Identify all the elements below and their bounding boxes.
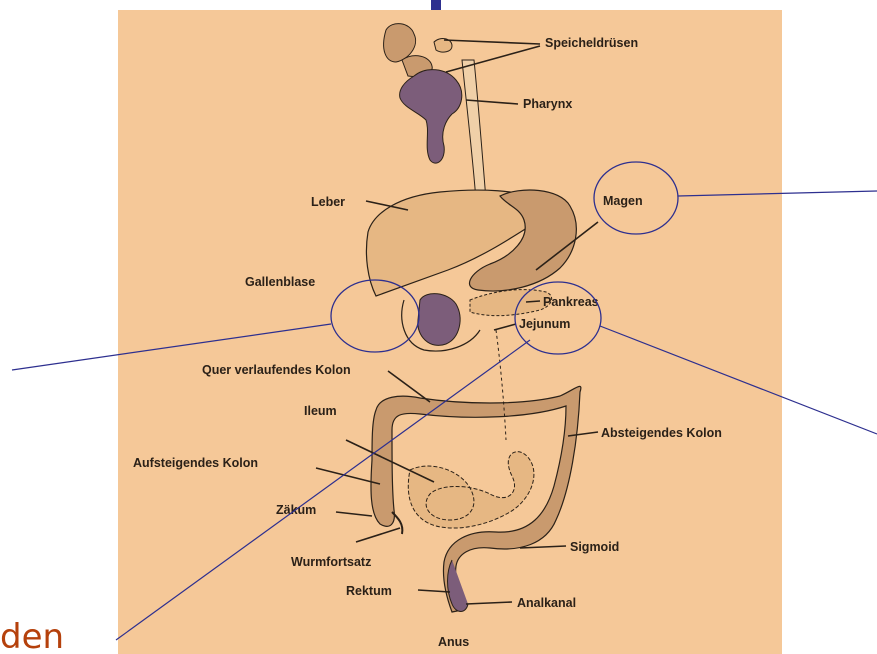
gallbladder bbox=[418, 294, 460, 346]
label-aufsteigendes-kolon: Aufsteigendes Kolon bbox=[133, 456, 258, 470]
label-analkanal: Analkanal bbox=[517, 596, 576, 610]
partial-text: den bbox=[0, 617, 64, 654]
label-magen: Magen bbox=[603, 194, 643, 208]
label-quer-kolon: Quer verlaufendes Kolon bbox=[202, 363, 351, 377]
label-ileum: Ileum bbox=[304, 404, 337, 418]
label-gallenblase: Gallenblase bbox=[245, 275, 315, 289]
label-wurmfortsatz: Wurmfortsatz bbox=[291, 555, 371, 569]
label-pharynx: Pharynx bbox=[523, 97, 572, 111]
label-rektum: Rektum bbox=[346, 584, 392, 598]
label-sigmoid: Sigmoid bbox=[570, 540, 619, 554]
label-leber: Leber bbox=[311, 195, 345, 209]
label-anus: Anus bbox=[438, 635, 469, 649]
label-speicheldruesen: Speicheldrüsen bbox=[545, 36, 638, 50]
label-jejunum: Jejunum bbox=[519, 317, 570, 331]
label-pankreas: Pankreas bbox=[543, 295, 599, 309]
label-absteigendes-kolon: Absteigendes Kolon bbox=[601, 426, 722, 440]
